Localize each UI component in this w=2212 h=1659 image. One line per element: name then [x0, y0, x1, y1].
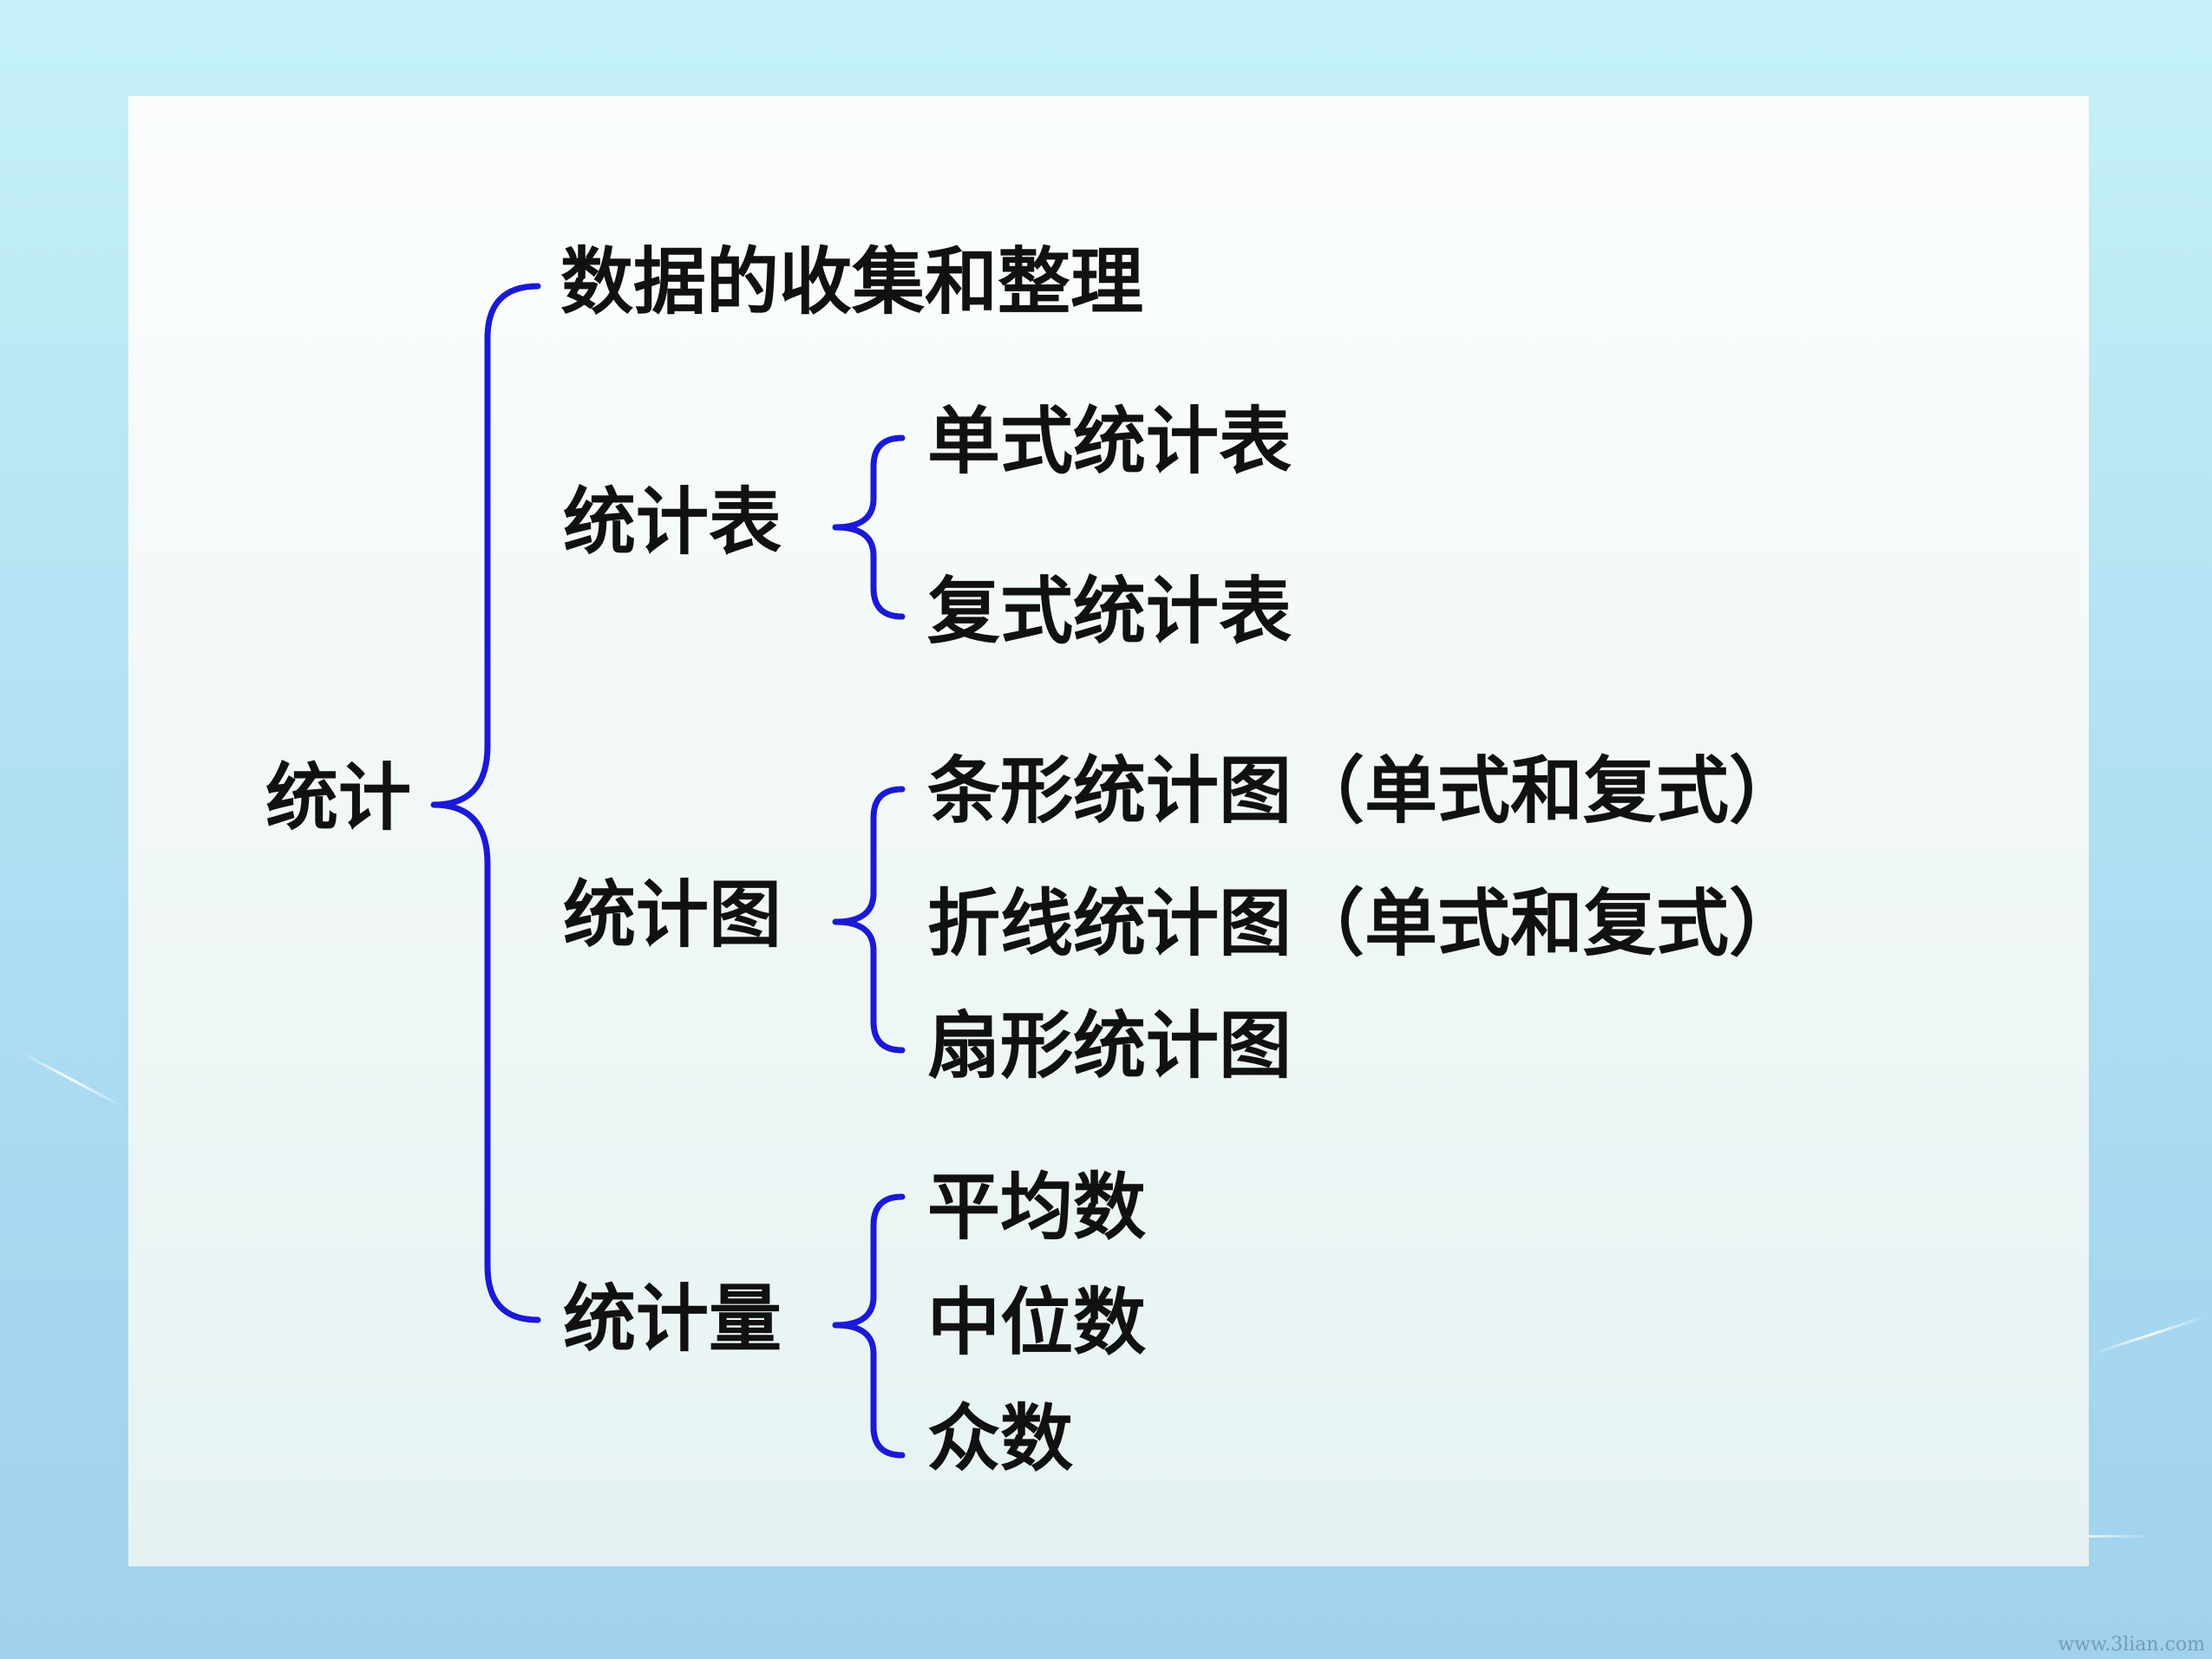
chart-brace — [832, 786, 906, 1054]
table-brace — [832, 434, 906, 620]
leaf-mode: 众数 — [927, 1396, 1074, 1481]
leaf-line-chart: 折线统计图（单式和复式） — [927, 881, 1803, 966]
leaf-mean: 平均数 — [927, 1165, 1147, 1250]
measure-brace — [832, 1193, 906, 1459]
root-brace — [430, 283, 541, 1323]
slide-panel — [128, 96, 2089, 1566]
root-node: 统计 — [265, 755, 412, 840]
branch-data-collection: 数据的收集和整理 — [560, 239, 1144, 324]
leaf-compound-table: 复式统计表 — [927, 569, 1293, 654]
branch-statistical-measure: 统计量 — [563, 1277, 782, 1362]
branch-statistical-table: 统计表 — [563, 480, 782, 565]
leaf-simple-table: 单式统计表 — [927, 399, 1293, 484]
leaf-pie-chart: 扇形统计图 — [927, 1003, 1293, 1088]
leaf-bar-chart: 条形统计图（单式和复式） — [927, 748, 1803, 833]
branch-statistical-chart: 统计图 — [563, 872, 782, 957]
leaf-median: 中位数 — [927, 1280, 1147, 1365]
watermark: www.3lian.com — [2058, 1634, 2205, 1656]
